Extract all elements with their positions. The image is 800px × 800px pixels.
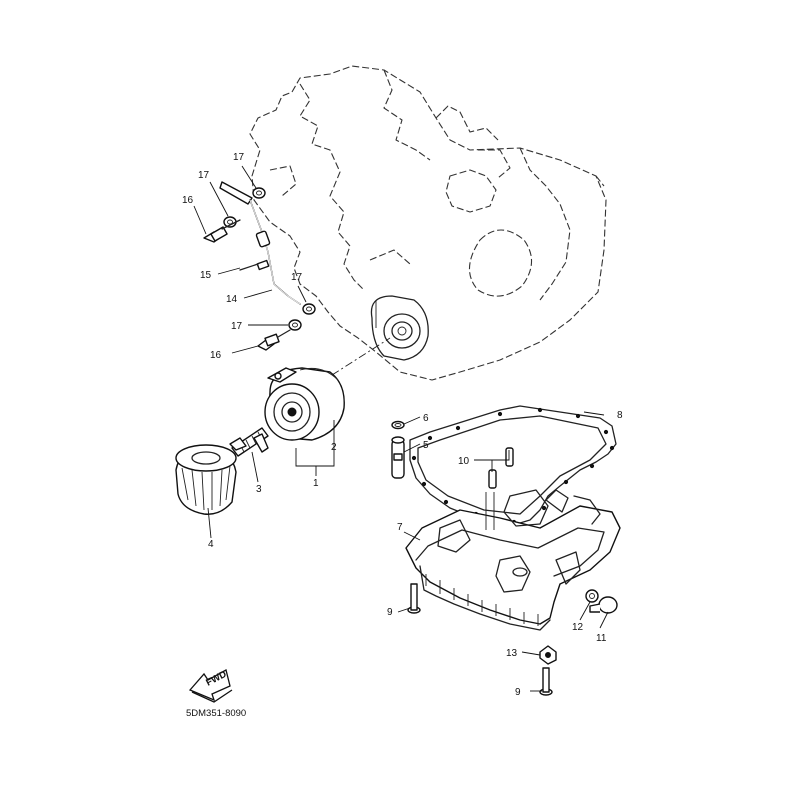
callout-12: 12	[572, 622, 584, 633]
banjo-bolt-upper	[203, 219, 241, 243]
engine-block-outline	[249, 65, 607, 381]
callout-11: 11	[596, 633, 607, 644]
banjo-bolt-lower	[257, 329, 291, 351]
callout-2: 2	[331, 442, 337, 453]
callout-13: 13	[506, 648, 518, 659]
oil-pan	[405, 489, 621, 631]
callout-9-bottom: 9	[515, 687, 521, 698]
dowel-pin-left	[488, 469, 497, 489]
callout-16-lower: 16	[210, 350, 222, 361]
oil-pan-bolt-bottom	[539, 667, 553, 696]
dowel-pin-right	[505, 447, 514, 467]
copper-washer-lower	[288, 319, 302, 331]
oil-delivery-pipe	[219, 181, 301, 305]
callout-16-upper: 16	[182, 195, 194, 206]
callout-7: 7	[397, 522, 403, 533]
callout-4: 4	[208, 539, 214, 550]
callout-numbers: 1 2 3 4 5 6 7 8 9 9 10 11 12 13 14 15 16…	[182, 152, 623, 698]
callout-10: 10	[458, 456, 470, 467]
oil-cooler	[264, 367, 345, 441]
leader-lines	[193, 165, 609, 692]
callout-3: 3	[256, 484, 262, 495]
drain-plug-gasket	[585, 589, 599, 603]
assembly-line	[331, 337, 391, 376]
union-bolt	[239, 259, 270, 271]
callout-14: 14	[226, 294, 238, 305]
forward-direction-arrow: FWD	[188, 669, 233, 703]
oil-pan-bolt-left	[407, 583, 421, 614]
diagram-code: 5DM351-8090	[186, 708, 246, 719]
oil-strainer-pipe	[391, 436, 405, 479]
callout-9-left: 9	[387, 607, 393, 618]
oil-filter-cartridge	[175, 444, 237, 515]
callout-5: 5	[423, 440, 429, 451]
callout-17-right: 17	[291, 272, 303, 283]
hose-clamp	[539, 645, 557, 665]
callout-8: 8	[617, 410, 623, 421]
callout-17-lower: 17	[231, 321, 243, 332]
callout-15: 15	[200, 270, 212, 281]
copper-washer-top	[252, 187, 266, 199]
union-nipple	[229, 427, 269, 457]
engine-filter-mount	[370, 295, 429, 361]
copper-washer-lower-right	[302, 303, 316, 315]
callout-17-top: 17	[233, 152, 245, 163]
callout-17-left: 17	[198, 170, 210, 181]
callout-6: 6	[423, 413, 429, 424]
callout-1: 1	[313, 478, 319, 489]
o-ring	[391, 420, 405, 430]
